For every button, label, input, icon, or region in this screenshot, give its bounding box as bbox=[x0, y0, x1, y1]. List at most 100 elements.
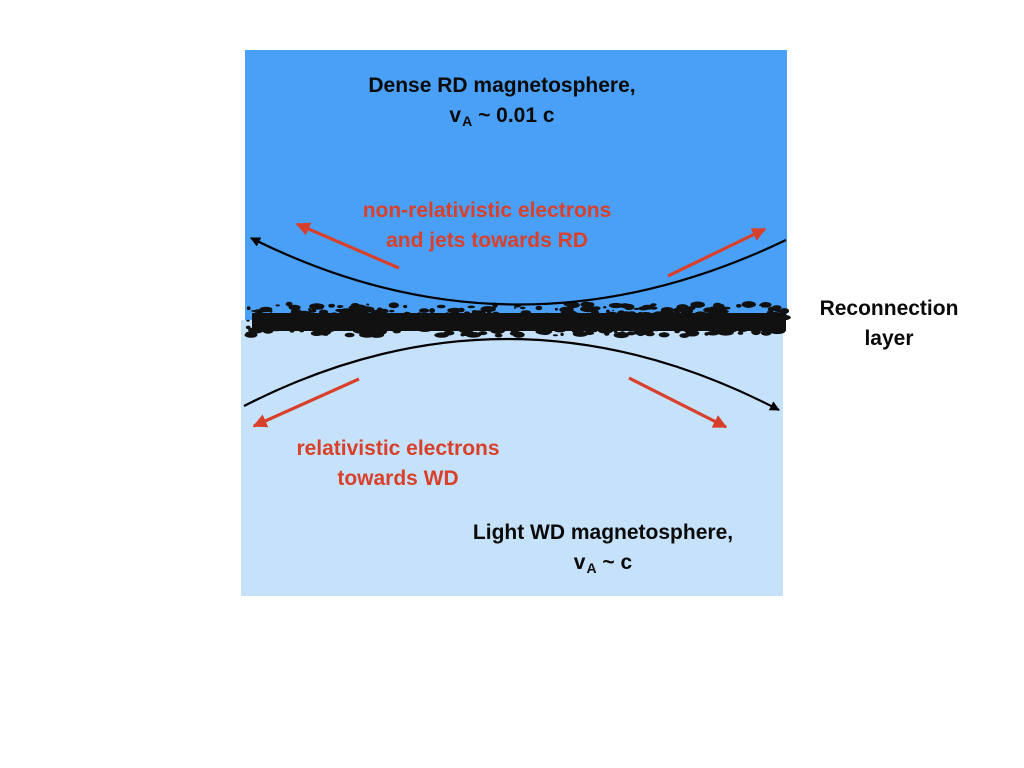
reconnection-layer-speck bbox=[502, 323, 511, 327]
reconnection-layer-speck bbox=[619, 331, 625, 335]
reconnection-layer-line1: Reconnection bbox=[819, 297, 959, 320]
reconnection-layer-speck bbox=[724, 320, 729, 324]
reconnection-layer-speck bbox=[386, 320, 396, 325]
reconnection-layer-speck bbox=[553, 327, 567, 333]
reconnection-layer-speck bbox=[717, 306, 728, 311]
reconnection-layer-speck bbox=[344, 332, 355, 338]
reconnection-layer-speck bbox=[732, 322, 741, 330]
reconnection-layer-speck bbox=[421, 322, 434, 328]
reconnection-layer-speck bbox=[662, 326, 673, 331]
reconnection-layer-speck bbox=[703, 307, 714, 313]
reconnection-layer-speck bbox=[706, 311, 719, 318]
reconnection-layer-speck bbox=[355, 314, 366, 320]
reconnection-layer-speck bbox=[682, 317, 687, 319]
reconnection-layer-speck bbox=[582, 324, 587, 326]
reconnection-layer-speck bbox=[514, 327, 520, 330]
reconnection-layer-speck bbox=[480, 306, 496, 313]
upper-left-electron-arrow bbox=[295, 222, 400, 270]
reconnection-layer-speck bbox=[751, 328, 761, 336]
reconnection-layer-speck bbox=[245, 325, 251, 330]
reconnection-layer-speck bbox=[679, 333, 690, 338]
reconnection-layer-speck bbox=[441, 312, 458, 320]
reconnection-layer-speck bbox=[244, 332, 258, 338]
reconnection-layer-speck bbox=[254, 321, 258, 323]
reconnection-layer-speck bbox=[447, 307, 462, 313]
reconnection-layer-speck bbox=[578, 325, 586, 329]
alfven-symbol: v bbox=[449, 104, 462, 127]
reconnection-layer-speck bbox=[263, 319, 270, 325]
reconnection-layer-speck bbox=[560, 310, 578, 317]
reconnection-layer-speck bbox=[616, 311, 629, 317]
reconnection-layer-speck bbox=[672, 326, 683, 332]
alfven-subscript: A bbox=[586, 560, 597, 576]
reconnection-layer-speck bbox=[429, 308, 435, 314]
reconnection-layer-speck bbox=[635, 322, 640, 326]
reconnection-layer-speck bbox=[269, 310, 273, 313]
reconnection-layer-speck bbox=[275, 304, 280, 307]
reconnection-layer-speck bbox=[670, 312, 677, 318]
reconnection-layer-speck bbox=[677, 327, 680, 330]
reconnection-layer-speck bbox=[745, 319, 752, 326]
reconnection-layer-speck bbox=[690, 301, 705, 308]
reconnection-layer-speck bbox=[539, 314, 548, 320]
lower-right-electron-arrow bbox=[628, 376, 728, 429]
reconnection-layer-speck bbox=[771, 305, 782, 310]
reconnection-layer-speck bbox=[308, 308, 311, 311]
reconnection-layer-speck bbox=[759, 322, 774, 328]
reconnection-layer-speck bbox=[253, 309, 265, 314]
reconnection-layer-speck bbox=[601, 316, 607, 319]
dense-rd-alfven-speed: vA ~ 0.01 c bbox=[341, 101, 663, 132]
reconnection-layer-speck bbox=[654, 329, 659, 332]
reconnection-layer-speck bbox=[693, 311, 708, 319]
reconnection-layer-speck bbox=[491, 321, 498, 325]
reconnection-layer-speck bbox=[683, 327, 699, 333]
reconnection-layer-speck bbox=[246, 319, 250, 322]
reconnection-layer-speck bbox=[248, 327, 264, 334]
reconnection-layer-speck bbox=[727, 324, 736, 328]
reconnection-layer-speck bbox=[722, 315, 727, 319]
reconnection-layer-speck bbox=[521, 320, 531, 326]
reconnection-layer-speck bbox=[309, 318, 314, 321]
reconnection-layer-speck bbox=[470, 313, 473, 315]
reconnection-layer-speck bbox=[706, 330, 719, 336]
reconnection-layer-speck bbox=[549, 323, 558, 330]
reconnection-layer-speck bbox=[656, 319, 672, 325]
light-wd-magnetosphere-label: Light WD magnetosphere, vA ~ c bbox=[448, 518, 758, 579]
reconnection-layer-speck bbox=[285, 301, 293, 307]
alfven-subscript: A bbox=[462, 113, 473, 129]
upper-flow-line2: and jets towards RD bbox=[386, 229, 588, 252]
reconnection-layer-speck bbox=[290, 308, 302, 314]
reconnection-layer-speck bbox=[743, 301, 753, 308]
light-wd-title: Light WD magnetosphere, bbox=[472, 521, 734, 544]
reconnection-layer-speck bbox=[712, 328, 718, 332]
reconnection-layer-speck bbox=[456, 320, 467, 327]
reconnection-layer-speck bbox=[436, 325, 441, 330]
reconnection-layer-speck bbox=[288, 315, 292, 319]
reconnection-layer-speck bbox=[416, 325, 433, 333]
reconnection-layer-speck bbox=[584, 316, 588, 320]
dense-rd-magnetosphere-label: Dense RD magnetosphere, vA ~ 0.01 c bbox=[341, 71, 663, 132]
reconnection-layer-speck bbox=[289, 329, 295, 333]
reconnection-layer-speck bbox=[315, 317, 320, 322]
reconnection-layer-speck bbox=[686, 306, 696, 311]
reconnection-layer-speck bbox=[298, 324, 309, 330]
reconnection-layer-speck bbox=[771, 323, 780, 328]
reconnection-layer-speck bbox=[494, 333, 503, 338]
reconnection-layer-speck bbox=[379, 324, 385, 327]
reconnection-layer-speck bbox=[552, 334, 558, 337]
reconnection-layer-speck bbox=[318, 309, 329, 315]
reconnection-layer-speck bbox=[459, 327, 474, 334]
reconnection-layer-speck bbox=[548, 322, 551, 324]
reconnection-layer-speck bbox=[407, 315, 416, 321]
reconnection-layer-speck bbox=[339, 312, 350, 317]
reconnection-layer-speck bbox=[687, 323, 694, 328]
reconnection-layer-speck bbox=[694, 322, 698, 326]
light-wd-magnetosphere-region bbox=[241, 320, 783, 596]
reconnection-layer-speck bbox=[669, 322, 682, 328]
reconnection-layer-speck bbox=[634, 317, 647, 323]
reconnection-layer-speck bbox=[315, 322, 322, 330]
reconnection-layer-speck bbox=[329, 312, 339, 318]
reconnection-layer-speck bbox=[769, 316, 775, 320]
reconnection-layer-speck bbox=[403, 311, 411, 316]
reconnection-layer-speck bbox=[687, 317, 691, 320]
